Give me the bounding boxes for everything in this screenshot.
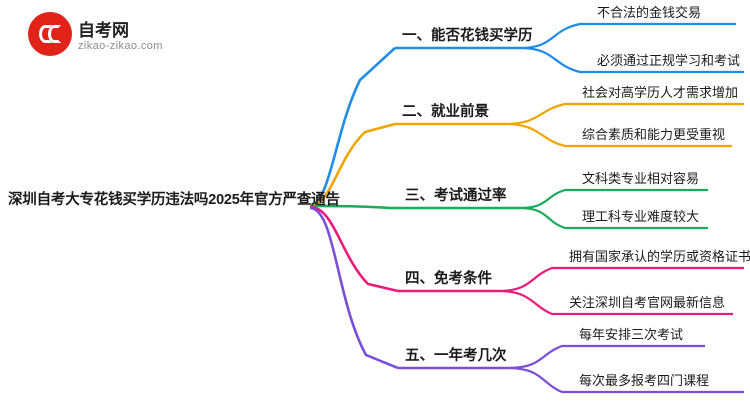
leaf-label-5-2[interactable]: 每次最多报考四门课程: [579, 373, 710, 388]
leaf-curve-5-2: [507, 366, 572, 394]
site-logo: 自考网 zikao-zikao.com: [28, 10, 208, 62]
leaf-label-1-1[interactable]: 不合法的金钱交易: [597, 5, 702, 20]
branch-label-5[interactable]: 五、一年考几次: [405, 348, 507, 364]
branch-curve-5: [309, 206, 399, 370]
leaf-curve-5-1: [507, 344, 572, 370]
leaf-label-5-1[interactable]: 每年安排三次考试: [579, 327, 684, 342]
branch-label-4[interactable]: 四、免考条件: [405, 271, 492, 287]
leaf-curve-4-1: [497, 266, 562, 293]
leaf-curve-2-2: [504, 122, 575, 148]
leaf-label-4-1[interactable]: 拥有国家承认的学历或资格证书: [569, 249, 750, 264]
leaf-curve-3-2: [519, 206, 575, 230]
logo-subtitle: zikao-zikao.com: [78, 40, 163, 52]
leaf-label-2-2[interactable]: 综合素质和能力更受重视: [582, 127, 726, 142]
central-topic[interactable]: 深圳自考大专花钱买学历违法吗2025年官方严查通告: [8, 192, 340, 208]
leaf-label-3-1[interactable]: 文科类专业相对容易: [582, 171, 700, 186]
leaf-label-4-2[interactable]: 关注深圳自考官网最新信息: [569, 295, 726, 310]
branch-label-2[interactable]: 二、就业前景: [402, 104, 489, 120]
branch-label-3[interactable]: 三、考试通过率: [405, 188, 507, 204]
leaf-curve-1-2: [519, 46, 590, 74]
branch-curve-1: [309, 47, 396, 207]
logo-title: 自考网: [78, 21, 129, 40]
leaf-label-2-1[interactable]: 社会对高学历人才需求增加: [582, 85, 739, 100]
logo-mark-icon: [28, 12, 72, 56]
leaf-label-1-2[interactable]: 必须通过正规学习和考试: [597, 53, 741, 68]
leaf-curve-2-1: [504, 102, 575, 126]
leaf-curve-3-1: [519, 188, 575, 210]
leaf-label-3-2[interactable]: 理工科专业难度较大: [582, 209, 700, 224]
branch-curve-4: [309, 205, 399, 293]
leaf-curve-4-2: [497, 289, 562, 316]
branch-label-1[interactable]: 一、能否花钱买学历: [402, 28, 533, 44]
